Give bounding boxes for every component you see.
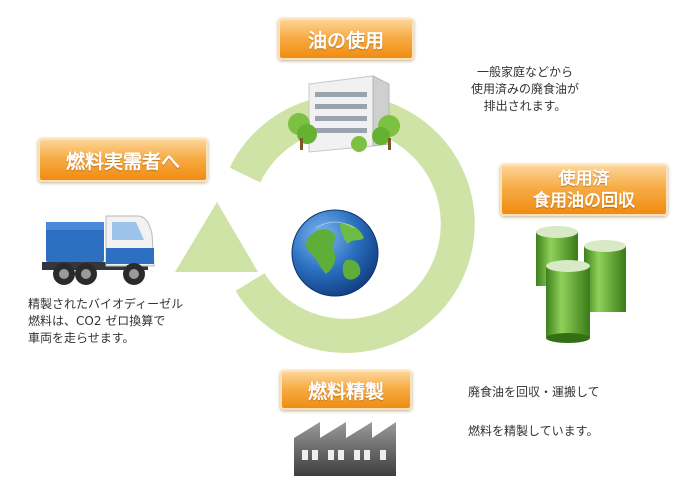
cycle-arrowhead <box>175 202 258 272</box>
stage-refining-label: 燃料精製 <box>280 370 412 410</box>
stage-collection-line-1: 使用済 <box>558 169 610 189</box>
drum-back-right <box>584 240 626 312</box>
stage-oil-use-text: 油の使用 <box>307 29 384 52</box>
stage-delivery-label: 燃料実需者へ <box>38 138 208 182</box>
stage-refining-text: 燃料精製 <box>307 380 384 403</box>
drum-front <box>546 260 590 343</box>
building-icon <box>288 75 400 153</box>
stage-oil-use-label: 油の使用 <box>278 18 414 60</box>
stage-collection-line-2: 食用油の回収 <box>533 191 635 211</box>
refining-description: 廃食油を回収・運搬して 燃料を精製しています。 <box>468 385 600 438</box>
globe-icon <box>291 209 379 297</box>
truck-icon <box>42 215 155 285</box>
stage-delivery-text: 燃料実需者へ <box>65 150 180 173</box>
factory-icon <box>294 422 396 476</box>
oil-use-description: 一般家庭などから 使用済みの廃食油が 排出されます。 <box>470 65 579 113</box>
stage-collection-label: 使用済 食用油の回収 <box>500 164 668 216</box>
delivery-description: 精製されたバイオディーゼル 燃料は、CO2 ゼロ換算で 車両を走らせます。 <box>28 297 184 345</box>
oil-drums-icon <box>536 226 626 343</box>
